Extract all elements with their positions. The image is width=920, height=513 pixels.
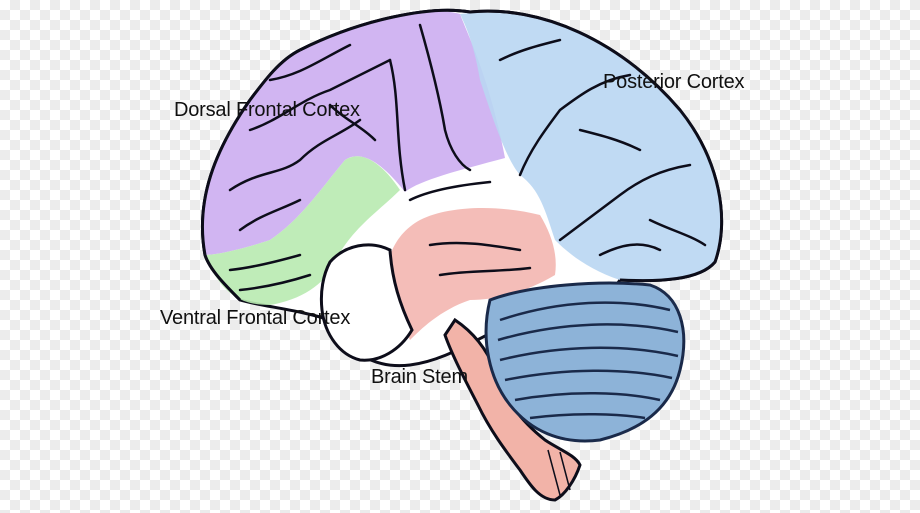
label-dorsal-frontal-cortex: Dorsal Frontal Cortex xyxy=(174,99,360,121)
label-ventral-frontal-cortex: Ventral Frontal Cortex xyxy=(160,307,351,329)
temporal-lobe xyxy=(319,243,414,362)
ventral-frontal-region xyxy=(205,156,400,305)
cerebellum-folds xyxy=(497,301,679,420)
label-posterior-cortex: Posterior Cortex xyxy=(603,71,745,93)
label-brain-stem: Brain Stem xyxy=(371,366,468,388)
brain-folds xyxy=(228,23,707,292)
cerebellum xyxy=(484,281,686,443)
posterior-region xyxy=(460,12,722,281)
temporal-region xyxy=(387,208,556,340)
brain-outer-outline xyxy=(299,8,724,283)
dorsal-frontal-region xyxy=(202,11,505,256)
